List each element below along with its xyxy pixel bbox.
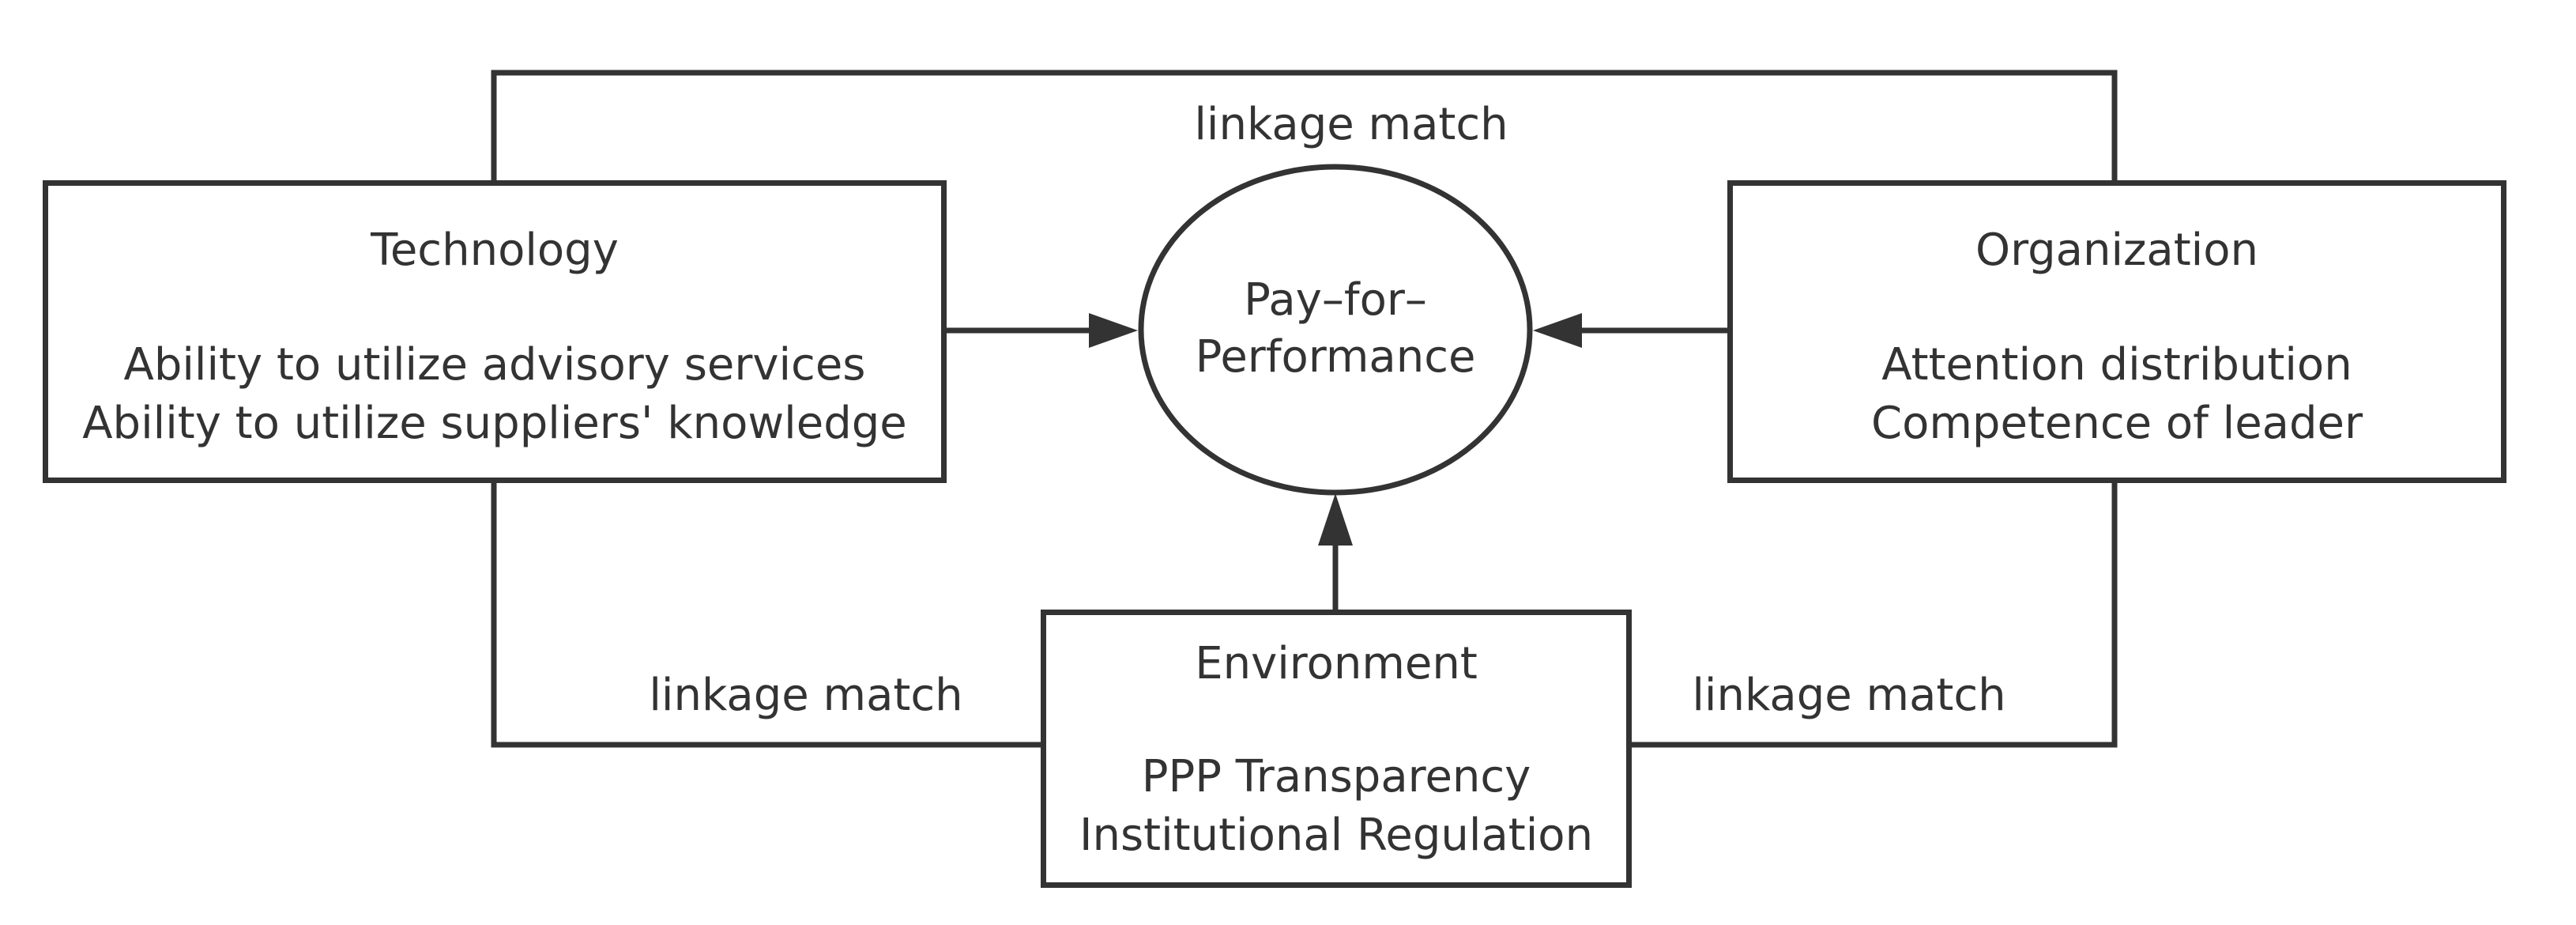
pay-for-performance-ellipse <box>1138 164 1533 496</box>
environment-title: Environment <box>1195 638 1478 689</box>
organization-arrowhead <box>1533 313 1582 348</box>
technology-item-advisory-services: Ability to utilize advisory services <box>123 339 866 391</box>
technology-title: Technology <box>371 225 619 276</box>
organization-title: Organization <box>1975 225 2258 276</box>
linkage-line-right <box>1632 483 2118 748</box>
technology-spacer <box>48 278 941 336</box>
environment-item-institutional-regulation: Institutional Regulation <box>1079 810 1594 861</box>
technology-item-suppliers-knowledge: Ability to utilize suppliers' knowledge <box>82 398 907 449</box>
center-label-line-1: Pay–for– <box>1244 274 1427 326</box>
technology-box: Technology Ability to utilize advisory s… <box>43 180 947 483</box>
linkage-match-label-top: linkage match <box>1194 99 1508 150</box>
environment-spacer <box>1046 691 1626 748</box>
organization-item-attention-distribution: Attention distribution <box>1881 339 2352 391</box>
linkage-match-label-left: linkage match <box>649 670 963 721</box>
organization-spacer <box>1733 278 2501 336</box>
linkage-match-label-right: linkage match <box>1692 670 2006 721</box>
environment-box: Environment PPP Transparency Institution… <box>1041 610 1632 888</box>
pay-for-performance-label: Pay–for– Performance <box>1146 272 1525 386</box>
organization-box: Organization Attention distribution Comp… <box>1727 180 2506 483</box>
linkage-line-top <box>491 70 2118 180</box>
environment-arrowhead <box>1318 493 1353 546</box>
environment-item-ppp-transparency: PPP Transparency <box>1141 751 1531 802</box>
technology-arrowhead <box>1089 313 1138 348</box>
center-label-line-2: Performance <box>1195 331 1476 383</box>
linkage-line-left <box>491 483 1041 748</box>
organization-item-leader-competence: Competence of leader <box>1871 398 2363 449</box>
